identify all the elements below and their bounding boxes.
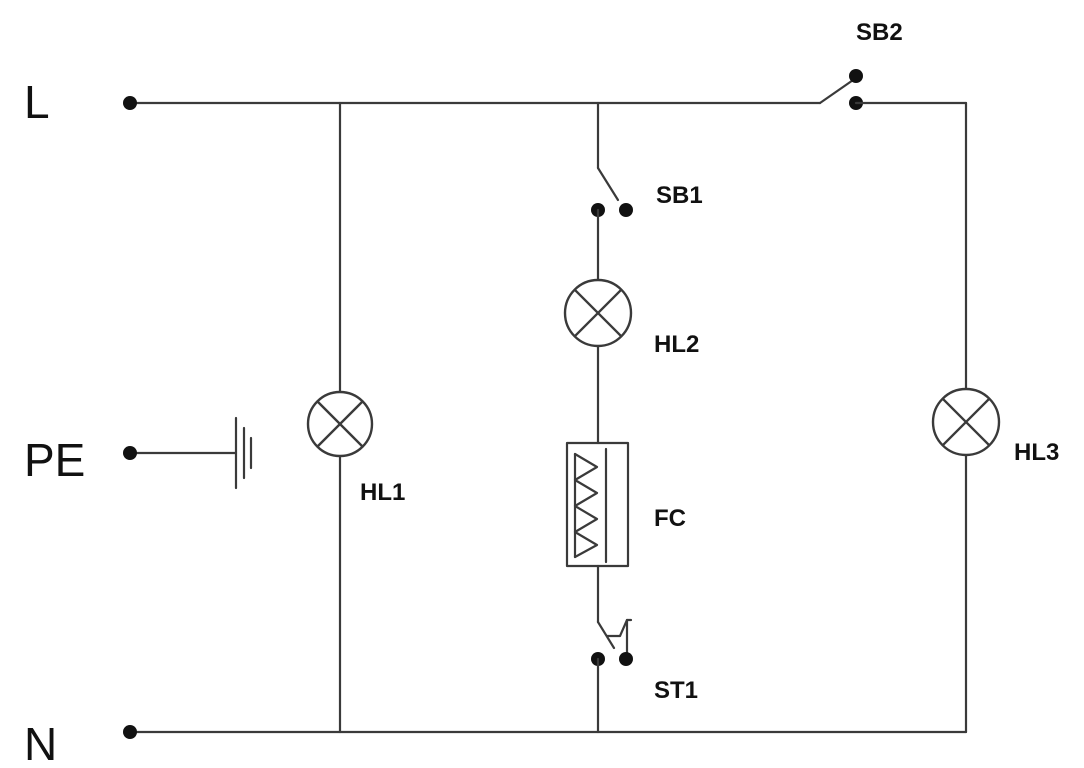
hl1-lamp bbox=[306, 390, 374, 458]
rail-label-pe: PE bbox=[24, 434, 85, 486]
pe-terminal bbox=[123, 446, 137, 460]
st1-label: ST1 bbox=[654, 677, 698, 704]
hl2-lamp bbox=[563, 278, 633, 348]
n-terminal bbox=[123, 725, 137, 739]
hl3-label: HL3 bbox=[1014, 439, 1059, 466]
sb1-label: SB1 bbox=[656, 182, 703, 209]
fc-heater bbox=[565, 441, 630, 568]
hl2-label: HL2 bbox=[654, 331, 699, 358]
l-terminal bbox=[123, 96, 137, 110]
rail-label-n: N bbox=[24, 718, 57, 768]
hl3-lamp bbox=[931, 387, 1001, 457]
sb2-switch bbox=[818, 69, 968, 110]
fc-label: FC bbox=[654, 505, 686, 532]
ground-symbol bbox=[234, 416, 253, 490]
sb2-label: SB2 bbox=[856, 19, 903, 46]
rail-label-l: L bbox=[24, 76, 50, 128]
hl1-label: HL1 bbox=[360, 479, 405, 506]
